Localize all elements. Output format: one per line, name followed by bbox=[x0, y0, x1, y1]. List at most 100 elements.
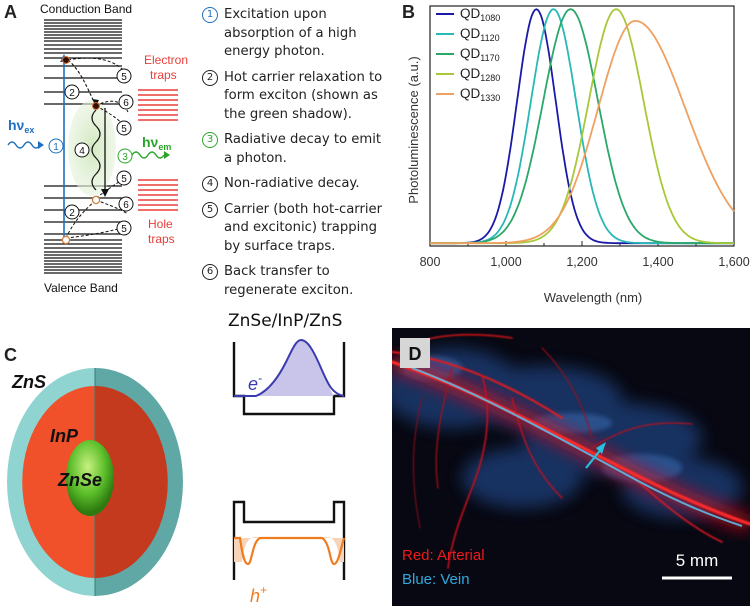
series-line-1280 bbox=[430, 8, 734, 245]
hv-em-label: hνem bbox=[142, 134, 171, 152]
marker-5b: 5 bbox=[121, 124, 127, 135]
emitted-photon bbox=[131, 151, 165, 159]
legend-label-1170: QD1170 bbox=[460, 46, 500, 63]
hole-traps-label-2: traps bbox=[148, 232, 175, 246]
step-item: 4 Non-radiative decay. bbox=[200, 175, 400, 194]
marker-3: 3 bbox=[122, 152, 128, 163]
legend-label-1080: QD1080 bbox=[460, 6, 500, 23]
hv-ex-label: hνex bbox=[8, 117, 34, 135]
marker-5a: 5 bbox=[121, 72, 127, 83]
znse-label: ZnSe bbox=[57, 470, 102, 490]
arterial-label: Red: Arterial bbox=[402, 547, 485, 564]
step-number: 1 bbox=[202, 7, 218, 23]
hole-exciton bbox=[91, 195, 101, 205]
incoming-photon bbox=[7, 141, 41, 149]
step-text: form exciton (shown as bbox=[224, 88, 378, 103]
inp-label: InP bbox=[50, 426, 79, 446]
step-text: regenerate exciton. bbox=[224, 282, 354, 298]
electron-wavefunction-fill bbox=[244, 340, 334, 396]
nonradiative-path bbox=[91, 109, 101, 191]
step-number: 3 bbox=[202, 132, 218, 148]
vein bbox=[411, 367, 743, 527]
vascular-image: D Red: Arterial Blue: Vein 5 mm bbox=[392, 328, 750, 606]
electron-wavefunction bbox=[234, 338, 345, 397]
legend-label-1120: QD1120 bbox=[460, 26, 500, 43]
vessel-arrow bbox=[585, 447, 603, 469]
conduction-band-lines bbox=[44, 19, 122, 105]
photoluminescence-chart: Photoluminescence (a.u.) Wavelength (nm)… bbox=[406, 5, 750, 305]
conduction-band-label: Conduction Band bbox=[40, 2, 132, 16]
x-tick-label: 800 bbox=[420, 255, 441, 269]
valence-band-lines bbox=[44, 185, 122, 274]
step-text: Non-radiative decay. bbox=[224, 176, 360, 191]
electron-label: e- bbox=[248, 371, 262, 394]
x-axis-label: Wavelength (nm) bbox=[544, 290, 643, 305]
energy-level-diagram: 1 2 2 4 3 5 5 5 5 6 6 Conduction Band Va… bbox=[7, 2, 188, 295]
valence-band-label: Valence Band bbox=[44, 281, 118, 295]
panel-label-c: C bbox=[4, 345, 17, 365]
vein-label: Blue: Vein bbox=[402, 571, 470, 588]
marker-2a: 2 bbox=[69, 88, 75, 99]
legend-label-1280: QD1280 bbox=[460, 66, 500, 83]
marker-5d: 5 bbox=[121, 224, 127, 235]
y-axis-label: Photoluminescence (a.u.) bbox=[406, 56, 421, 203]
hole-traps-label-1: Hole bbox=[148, 217, 173, 231]
znse-core bbox=[66, 440, 114, 516]
core-shell-illustration: ZnS InP ZnSe bbox=[7, 368, 183, 596]
electron-traps-label-2: traps bbox=[150, 68, 177, 82]
panel-label-d: D bbox=[409, 344, 422, 364]
band-structure-title: ZnSe/InP/ZnS bbox=[228, 311, 343, 331]
step-text: Excitation upon bbox=[224, 7, 327, 22]
step-item: 6 Back transfer to regenerate exciton. bbox=[200, 263, 400, 300]
hole-hot bbox=[61, 235, 71, 245]
x-tick-label: 1,600 bbox=[718, 255, 749, 269]
step-list: 1 Excitation upon absorption of a high ener… bbox=[200, 6, 400, 307]
step-text: a photon. bbox=[224, 150, 287, 166]
step-number: 5 bbox=[202, 201, 218, 218]
step-markers bbox=[48, 68, 134, 236]
electron-exciton bbox=[92, 102, 100, 110]
valence-well bbox=[232, 500, 346, 580]
step-text: Carrier (both hot-carrier bbox=[224, 201, 383, 217]
electron-trap-levels bbox=[138, 89, 178, 121]
series-line-1080 bbox=[430, 8, 734, 245]
x-tick-label: 1,200 bbox=[566, 255, 597, 269]
zns-label: ZnS bbox=[11, 372, 46, 392]
scale-bar-label: 5 mm bbox=[676, 551, 719, 570]
step-text: by surface traps. bbox=[224, 238, 336, 254]
step-text: Hot carrier relaxation to bbox=[224, 69, 383, 85]
step-text: energy photon. bbox=[224, 44, 325, 59]
marker-6b: 6 bbox=[123, 200, 129, 211]
step-text: absorption of a high bbox=[224, 25, 357, 41]
step-text: Radiative decay to emit bbox=[224, 132, 382, 147]
marker-1: 1 bbox=[53, 142, 59, 153]
electron-traps-label-1: Electron bbox=[144, 53, 188, 67]
series-line-1330 bbox=[430, 19, 735, 245]
step-text: Back transfer to bbox=[224, 264, 330, 279]
step-number: 4 bbox=[202, 176, 218, 192]
panel-label-a: A bbox=[4, 2, 17, 22]
legend-label-1330: QD1330 bbox=[460, 86, 500, 103]
step-item: 3 Radiative decay to emit a photon. bbox=[200, 131, 400, 168]
x-tick-label: 1,400 bbox=[642, 255, 673, 269]
panel-label-b: B bbox=[402, 2, 415, 22]
series-line-1120 bbox=[430, 8, 734, 245]
x-tick-label: 1,000 bbox=[490, 255, 521, 269]
step-text: the green shadow). bbox=[224, 106, 352, 122]
inp-layer-left bbox=[22, 386, 95, 578]
panel-d-label-box bbox=[400, 338, 430, 368]
marker-2b: 2 bbox=[69, 208, 75, 219]
electron-hot bbox=[62, 56, 70, 64]
step-item: 1 Excitation upon absorption of a high ener… bbox=[200, 6, 400, 62]
marker-4: 4 bbox=[79, 146, 85, 157]
plot-frame bbox=[429, 5, 735, 247]
marker-5c: 5 bbox=[121, 174, 127, 185]
series-line-1170 bbox=[430, 8, 734, 245]
step-number: 6 bbox=[202, 264, 218, 280]
hole-label: h+ bbox=[250, 583, 267, 606]
hole-trap-levels bbox=[138, 179, 178, 211]
hole-wavefunction-fill bbox=[234, 537, 344, 562]
inp-layer-right bbox=[95, 386, 168, 578]
